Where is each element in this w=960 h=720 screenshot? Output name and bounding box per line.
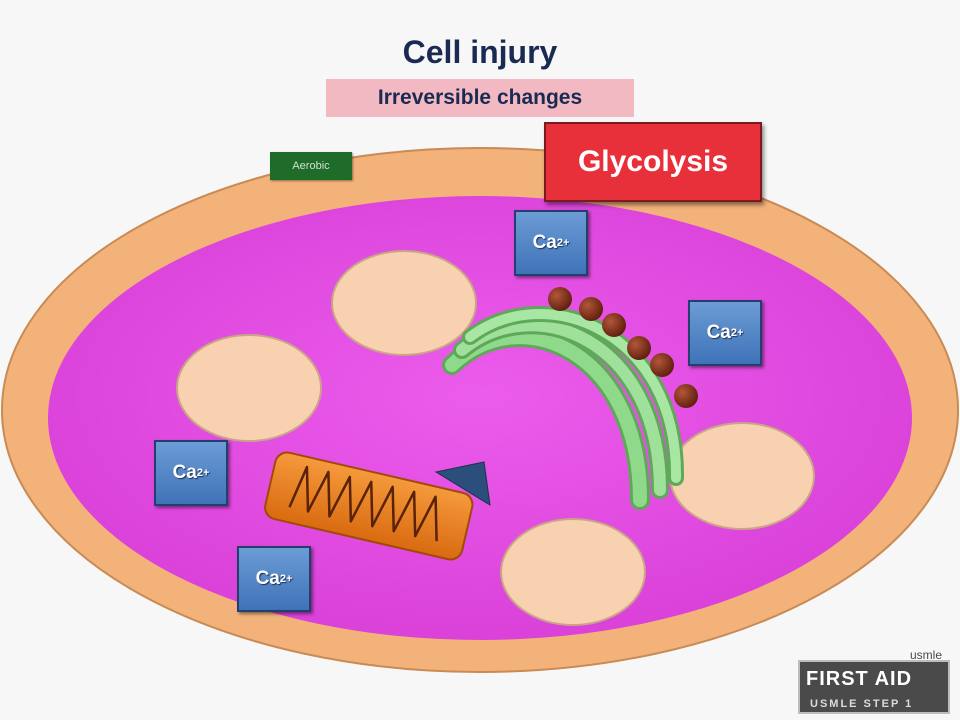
vesicle	[331, 250, 477, 356]
ribosome	[579, 297, 603, 321]
calcium-symbol: Ca	[172, 462, 197, 483]
subtitle-banner: Irreversible changes	[326, 79, 634, 117]
ribosome	[548, 287, 572, 311]
logo-usmle-text: usmle	[909, 648, 942, 662]
calcium-charge: 2+	[730, 327, 744, 339]
logo-main-text: FIRST AID	[806, 668, 913, 690]
calcium-symbol: Ca	[532, 232, 557, 253]
page-title: Cell injury	[402, 34, 558, 70]
vesicle	[669, 422, 815, 530]
ribosomes	[548, 287, 698, 408]
first-aid-logo: usmle FIRST AID USMLE STEP 1	[798, 648, 950, 714]
vesicle	[176, 334, 322, 442]
ribosome	[627, 336, 651, 360]
glycolysis-label: Glycolysis	[544, 122, 762, 202]
golgi-apparatus	[442, 306, 685, 510]
aerobic-label: Aerobic	[270, 152, 352, 180]
ribosome	[674, 384, 698, 408]
vesicle	[500, 518, 646, 626]
logo-sub-text: USMLE STEP 1	[810, 698, 914, 710]
cytoplasm	[48, 196, 912, 640]
calcium-charge: 2+	[196, 467, 210, 479]
calcium-charge: 2+	[556, 237, 570, 249]
calcium-symbol: Ca	[706, 322, 731, 343]
ribosome	[650, 353, 674, 377]
calcium-symbol: Ca	[255, 568, 280, 589]
calcium-charge: 2+	[279, 573, 293, 585]
ribosome	[602, 313, 626, 337]
mitochondrion	[264, 451, 474, 561]
triangle-organelle	[434, 461, 491, 506]
